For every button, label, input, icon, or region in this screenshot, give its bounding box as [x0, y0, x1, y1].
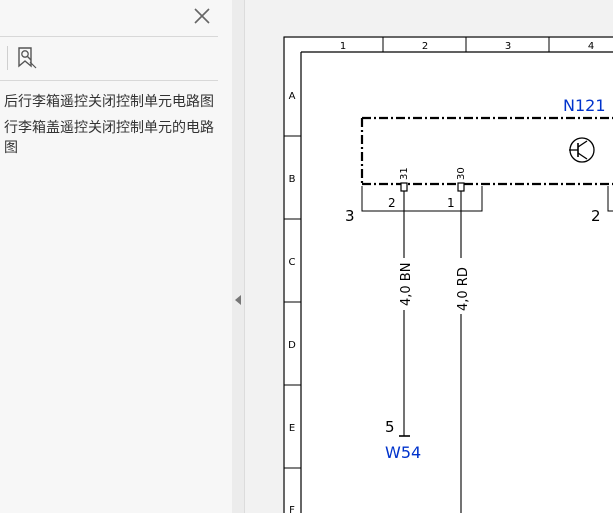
- connector-number: 2: [591, 207, 601, 225]
- circuit-diagram-page: 1 2 3 4 A B C D E F N121 31 30: [283, 36, 613, 513]
- row-label: F: [289, 505, 295, 513]
- close-icon: [194, 8, 210, 24]
- row-label: D: [288, 340, 296, 351]
- bookmark-search-icon: [18, 47, 37, 69]
- row-label: E: [289, 423, 295, 434]
- pin-number: 30: [456, 167, 467, 180]
- terminal-number: 5: [385, 418, 395, 436]
- connector-pin: [400, 182, 408, 192]
- outline-list: 后行李箱遥控关闭控制单元电路图 行李箱盖遥控关闭控制单元的电路图: [0, 92, 222, 164]
- document-viewer[interactable]: 1 2 3 4 A B C D E F N121 31 30: [245, 0, 613, 513]
- divider: [0, 80, 218, 81]
- row-label: C: [289, 257, 296, 268]
- close-panel-button[interactable]: [190, 4, 214, 28]
- column-label: 4: [588, 41, 594, 52]
- row-label: B: [289, 174, 296, 185]
- page-sheet: [283, 36, 613, 513]
- pin-number: 31: [399, 167, 410, 180]
- column-label: 3: [505, 41, 511, 52]
- panel-splitter[interactable]: [232, 0, 245, 513]
- row-label: A: [289, 91, 296, 102]
- connector-number: 3: [345, 207, 355, 225]
- component-label: N121: [563, 96, 606, 115]
- divider: [7, 46, 8, 70]
- divider: [0, 36, 218, 37]
- collapse-arrow-icon[interactable]: [235, 295, 241, 305]
- wire-label: 4,0 BN: [399, 263, 414, 306]
- column-label: 2: [422, 41, 428, 52]
- wire-label: 4,0 RD: [456, 267, 471, 311]
- column-label: 1: [340, 41, 346, 52]
- outline-item[interactable]: 行李箱盖遥控关闭控制单元的电路图: [4, 120, 214, 156]
- bookmarks-panel: 后行李箱遥控关闭控制单元电路图 行李箱盖遥控关闭控制单元的电路图: [0, 0, 233, 513]
- transistor-icon: [569, 137, 595, 163]
- ground-point-label: W54: [385, 443, 421, 462]
- connector-pin: [457, 182, 465, 192]
- outline-item[interactable]: 后行李箱遥控关闭控制单元电路图: [4, 94, 214, 110]
- pin-position: 1: [447, 196, 455, 210]
- pin-position: 2: [388, 196, 396, 210]
- bookmark-search-button[interactable]: [14, 44, 40, 72]
